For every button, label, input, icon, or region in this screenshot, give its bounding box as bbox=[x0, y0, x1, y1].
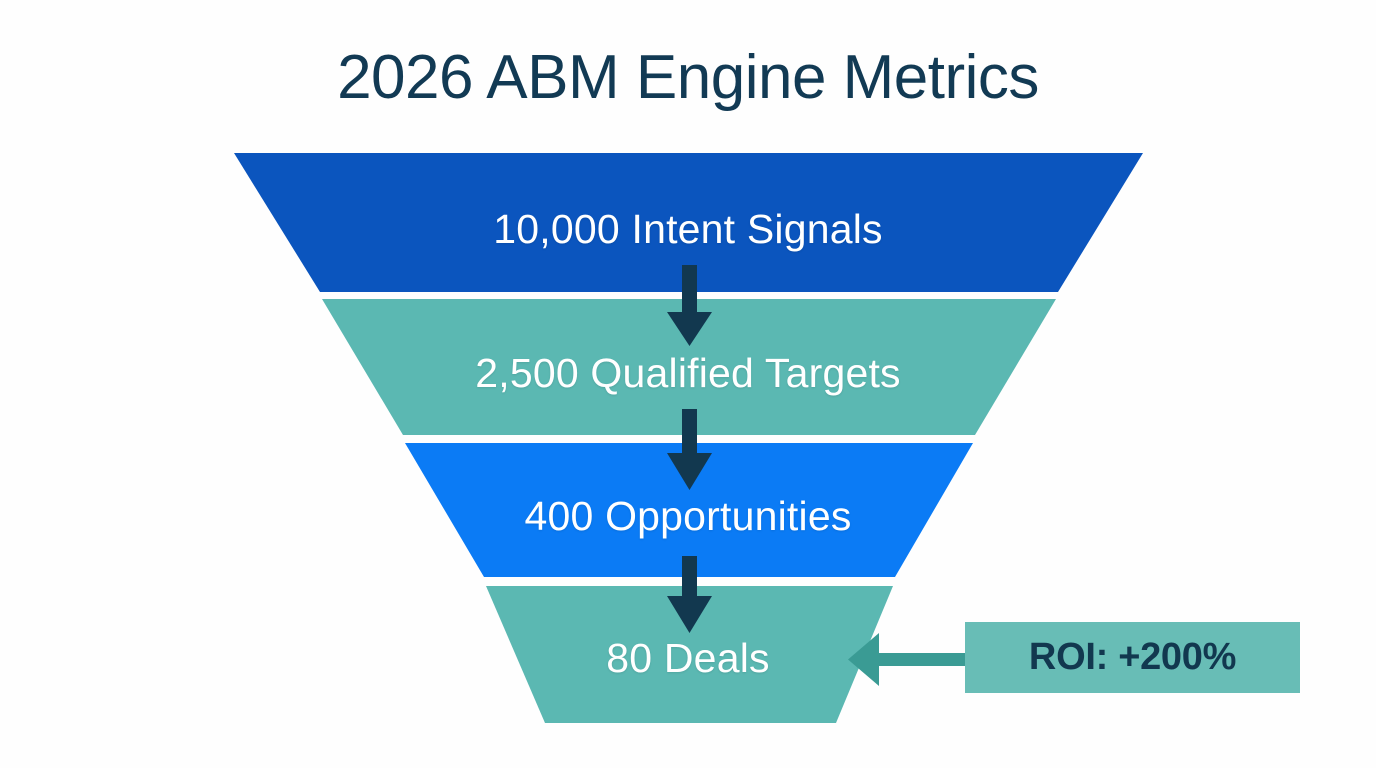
roi-arrow-icon bbox=[848, 633, 970, 686]
funnel-stage-3-label: 400 Opportunities bbox=[524, 493, 852, 539]
funnel-stage-3-shape[interactable] bbox=[405, 443, 973, 577]
page-title: 2026 ABM Engine Metrics bbox=[337, 43, 1039, 112]
connector-arrow-3-icon bbox=[667, 556, 712, 633]
connector-arrow-2-icon bbox=[667, 409, 712, 490]
funnel-stage-2-label: 2,500 Qualified Targets bbox=[475, 350, 901, 396]
funnel-stage-1-label: 10,000 Intent Signals bbox=[493, 206, 883, 252]
funnel-stage-4-label: 80 Deals bbox=[606, 635, 770, 681]
connector-arrow-1-icon bbox=[667, 265, 712, 346]
funnel-stage-2-shape[interactable] bbox=[322, 299, 1056, 435]
roi-callout-label: ROI: +200% bbox=[1028, 636, 1237, 678]
funnel-stage-1-shape[interactable] bbox=[234, 153, 1143, 292]
roi-callout-badge[interactable]: ROI: +200% bbox=[965, 622, 1300, 693]
funnel-stage-4-shape[interactable] bbox=[486, 586, 893, 723]
